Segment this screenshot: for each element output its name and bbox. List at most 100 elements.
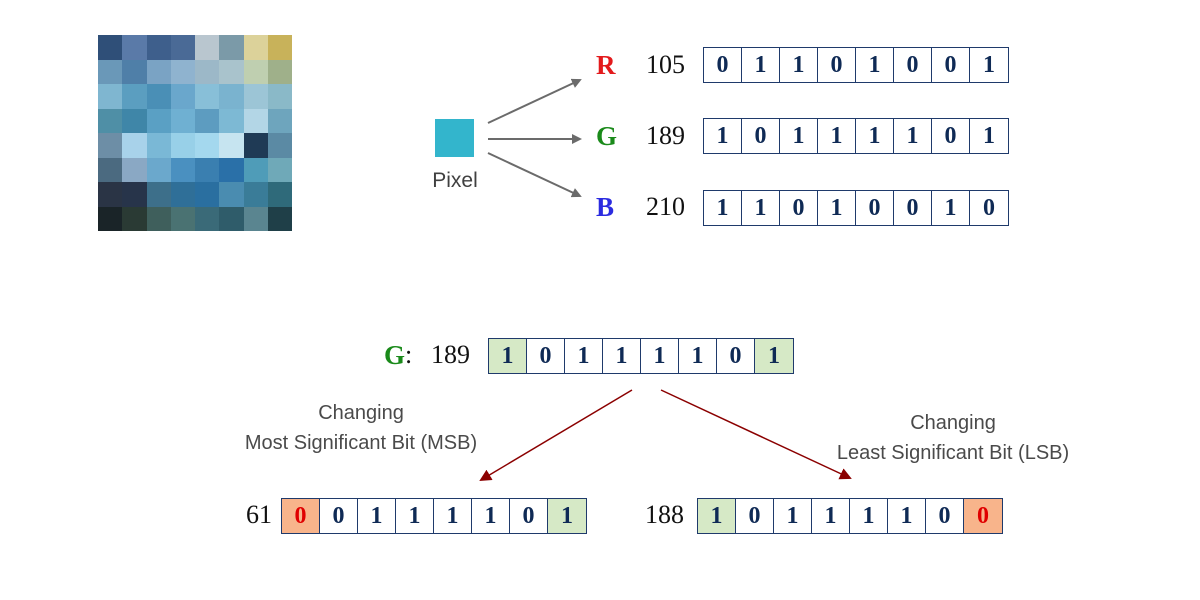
- image-pixel-cell: [122, 182, 147, 207]
- image-pixel-cell: [98, 206, 123, 231]
- pixel-swatch: [435, 119, 474, 157]
- image-pixel-cell: [243, 35, 268, 60]
- image-pixel-cell: [98, 84, 123, 109]
- image-pixel-cell: [219, 108, 244, 133]
- bit-cell: 0: [780, 191, 818, 225]
- image-pixel-cell: [122, 59, 147, 84]
- focus-value: 189: [431, 340, 470, 369]
- bit-cell: 0: [510, 499, 548, 533]
- image-pixel-cell: [146, 84, 171, 109]
- image-pixel-cell: [267, 108, 292, 133]
- lsb-caption-line2: Least Significant Bit (LSB): [836, 442, 1070, 464]
- bit-cell: 0: [932, 119, 970, 153]
- arrow-to-r: [487, 78, 582, 124]
- image-pixel-cell: [98, 35, 123, 60]
- arrow-to-msb: [479, 389, 633, 482]
- image-pixel-cell: [243, 108, 268, 133]
- image-pixel-cell: [219, 59, 244, 84]
- bit-cell: 0: [894, 48, 932, 82]
- bit-cell: 1: [548, 499, 586, 533]
- bit-cell: 0: [964, 499, 1002, 533]
- image-pixel-cell: [219, 84, 244, 109]
- msb-caption: Changing Most Significant Bit (MSB): [224, 398, 498, 458]
- image-pixel-cell: [98, 182, 123, 207]
- image-pixel-cell: [195, 182, 220, 207]
- bit-cell: 1: [641, 339, 679, 373]
- image-pixel-cell: [243, 84, 268, 109]
- channel-r-value: 105: [646, 50, 685, 79]
- image-pixel-cell: [170, 35, 195, 60]
- focus-channel-letter: G: [384, 340, 406, 370]
- image-pixel-cell: [195, 84, 220, 109]
- bit-cell: 1: [704, 191, 742, 225]
- image-pixel-cell: [146, 182, 171, 207]
- image-pixel-cell: [219, 182, 244, 207]
- bit-cell: 0: [704, 48, 742, 82]
- channel-r-letter: R: [596, 50, 616, 80]
- image-pixel-cell: [170, 206, 195, 231]
- bit-cell: 1: [755, 339, 793, 373]
- bit-cell: 1: [434, 499, 472, 533]
- arrow-to-b: [487, 152, 582, 198]
- bit-cell: 1: [983, 51, 995, 78]
- image-pixel-cell: [267, 133, 292, 158]
- image-pixel-cell: [267, 84, 292, 109]
- image-pixel-cell: [267, 182, 292, 207]
- bit-cell: 1: [679, 339, 717, 373]
- image-pixel-cell: [195, 206, 220, 231]
- bit-cell: 0: [818, 48, 856, 82]
- pixel-label: Pixel: [432, 169, 478, 192]
- image-pixel-cell: [243, 182, 268, 207]
- image-pixel-cell: [243, 206, 268, 231]
- image-pixel-cell: [146, 133, 171, 158]
- bit-cell: 0: [926, 499, 964, 533]
- lsb-result-value: 188: [645, 500, 684, 529]
- bit-cell: 1: [698, 499, 736, 533]
- bit-cell: 1: [472, 499, 510, 533]
- bit-cell: 1: [742, 48, 780, 82]
- image-pixel-cell: [267, 35, 292, 60]
- image-pixel-cell: [267, 157, 292, 182]
- image-pixel-cell: [122, 206, 147, 231]
- bit-cell: 1: [850, 499, 888, 533]
- bit-cell: 1: [856, 119, 894, 153]
- image-pixel-cell: [243, 133, 268, 158]
- bit-cell: 1: [774, 499, 812, 533]
- image-pixel-cell: [98, 157, 123, 182]
- bit-cell: 0: [736, 499, 774, 533]
- channel-g-value: 189: [646, 121, 685, 150]
- channel-b-letter: B: [596, 192, 615, 222]
- lsb-caption: Changing Least Significant Bit (LSB): [822, 408, 1084, 468]
- msb-result-value: 61: [246, 500, 272, 529]
- bit-cell: 0: [932, 48, 970, 82]
- image-pixel-cell: [146, 206, 171, 231]
- image-pixel-cell: [243, 59, 268, 84]
- bit-cell: 1: [780, 48, 818, 82]
- image-pixel-cell: [146, 157, 171, 182]
- bit-cell: 1: [742, 191, 780, 225]
- image-pixel-cell: [170, 182, 195, 207]
- image-pixel-cell: [146, 59, 171, 84]
- channel-b-value: 210: [646, 192, 685, 221]
- image-pixel-cell: [122, 157, 147, 182]
- bit-cell: 0: [717, 339, 755, 373]
- msb-caption-line1: Changing: [318, 402, 404, 424]
- bit-cell: 1: [818, 191, 856, 225]
- image-pixel-cell: [219, 206, 244, 231]
- image-pixel-cell: [267, 59, 292, 84]
- image-pixel-cell: [219, 35, 244, 60]
- bit-cell: 0: [282, 499, 320, 533]
- bit-cell: 0: [856, 191, 894, 225]
- image-pixel-cell: [98, 59, 123, 84]
- image-pixel-cell: [170, 84, 195, 109]
- bit-cell: 1: [812, 499, 850, 533]
- bit-cell: 1: [489, 339, 527, 373]
- image-pixel-cell: [122, 84, 147, 109]
- bit-cell: 1: [894, 119, 932, 153]
- image-pixel-cell: [243, 157, 268, 182]
- bit-cell: 1: [983, 122, 995, 149]
